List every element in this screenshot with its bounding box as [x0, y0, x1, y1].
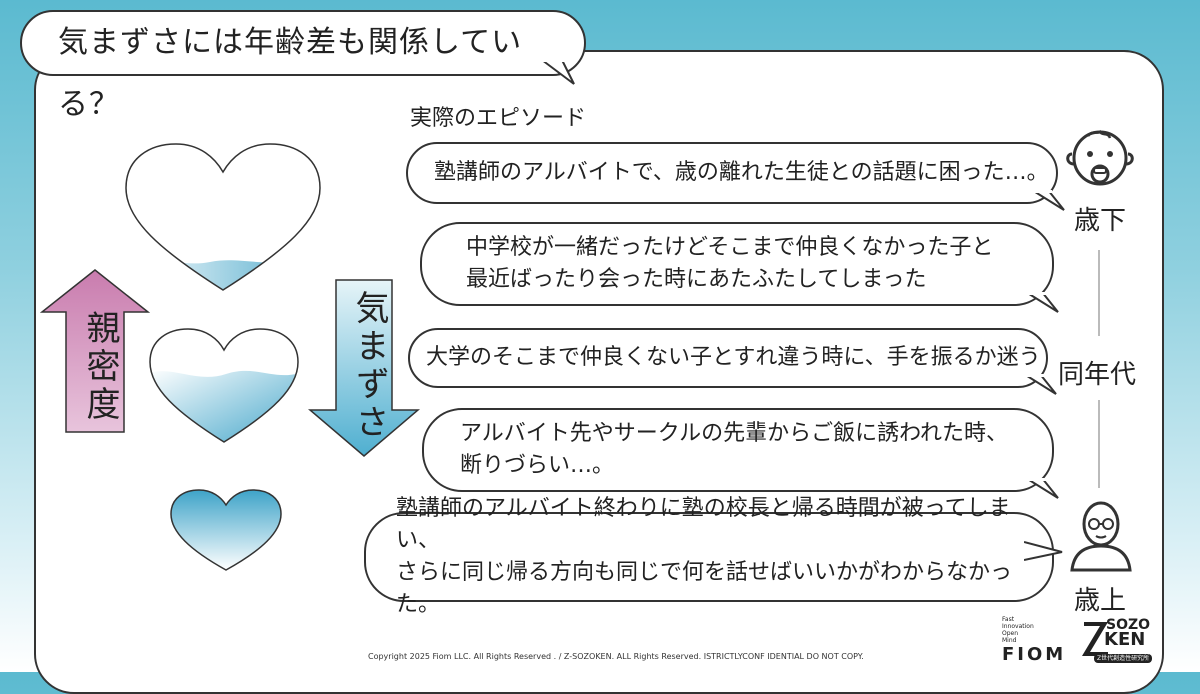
fiom-wordmark: FIOM	[1002, 644, 1067, 665]
episode-bubble: 塾講師のアルバイトで、歳の離れた生徒との話題に困った…。	[406, 142, 1058, 204]
episode-text: アルバイト先やサークルの先輩からご飯に誘われた時、 断りづらい…。	[460, 421, 1009, 478]
bubble-tail	[1024, 292, 1059, 313]
age-label-younger: 歳下	[1074, 206, 1127, 236]
heart-high-intimacy	[125, 143, 321, 291]
bubble-tail	[1022, 374, 1057, 395]
bubble-tail	[1024, 478, 1059, 499]
baby-icon	[1066, 129, 1134, 186]
z-sozoken-bottom: KEN	[1104, 629, 1146, 650]
episode-bubble: 大学のそこまで仲良くない子とすれ違う時に、手を振るか迷う	[408, 328, 1048, 388]
episode-text: 大学のそこまで仲良くない子とすれ違う時に、手を振るか迷う	[426, 345, 1041, 370]
z-mark-icon	[1082, 622, 1108, 656]
heart-low-intimacy	[170, 489, 282, 571]
episode-bubble: 中学校が一緒だったけどそこまで仲良くなかった子と 最近ばったり会った時にあたふた…	[420, 222, 1054, 306]
fiom-logo: Fast Innovation Open Mind FIOM	[1002, 616, 1072, 666]
z-sozoken-top: SOZO	[1106, 617, 1151, 633]
bubble-tail	[1024, 541, 1063, 561]
episode-bubble: アルバイト先やサークルの先輩からご飯に誘われた時、 断りづらい…。	[422, 408, 1054, 492]
fiom-tagline-line: Open	[1002, 630, 1019, 637]
fiom-tagline-line: Mind	[1002, 637, 1017, 644]
awkwardness-arrow	[308, 279, 420, 457]
episode-bubble: 塾講師のアルバイト終わりに塾の校長と帰る時間が被ってしまい、 さらに同じ帰る方向…	[364, 496, 1054, 617]
title-bubble-tail	[540, 58, 575, 85]
awkwardness-label: 気まずさ	[349, 290, 389, 442]
episode-text: 塾講師のアルバイトで、歳の離れた生徒との話題に困った…。	[434, 160, 1049, 185]
slide: 気まずさには年齢差も関係している？	[20, 10, 1164, 694]
bubble-tail	[1030, 190, 1065, 211]
elderly-man-icon	[1070, 501, 1132, 572]
age-label-same: 同年代	[1058, 360, 1137, 390]
section-label: 実際のエピソード	[410, 106, 587, 131]
page-title: 気まずさには年齢差も関係している？	[20, 10, 586, 122]
age-scale-line	[1098, 400, 1100, 488]
episode-text: 中学校が一緒だったけどそこまで仲良くなかった子と 最近ばったり会った時にあたふた…	[466, 235, 994, 292]
z-sozoken-logo: SOZO KEN Z世代創造性研究所	[1080, 618, 1160, 666]
z-sozoken-subtitle: Z世代創造性研究所	[1094, 654, 1153, 663]
episode-text: 塾講師のアルバイト終わりに塾の校長と帰る時間が被ってしまい、 さらに同じ帰る方向…	[396, 496, 1013, 617]
fiom-tagline-line: Innovation	[1002, 623, 1034, 630]
intimacy-arrow	[40, 269, 150, 433]
heart-mid-intimacy	[149, 328, 299, 443]
fiom-tagline-line: Fast	[1002, 616, 1015, 623]
intimacy-label: 親密度	[80, 310, 120, 424]
copyright-text: Copyright 2025 Fiom LLC. All Rights Rese…	[368, 652, 864, 661]
age-scale-line	[1098, 250, 1100, 336]
age-label-older: 歳上	[1074, 586, 1127, 616]
